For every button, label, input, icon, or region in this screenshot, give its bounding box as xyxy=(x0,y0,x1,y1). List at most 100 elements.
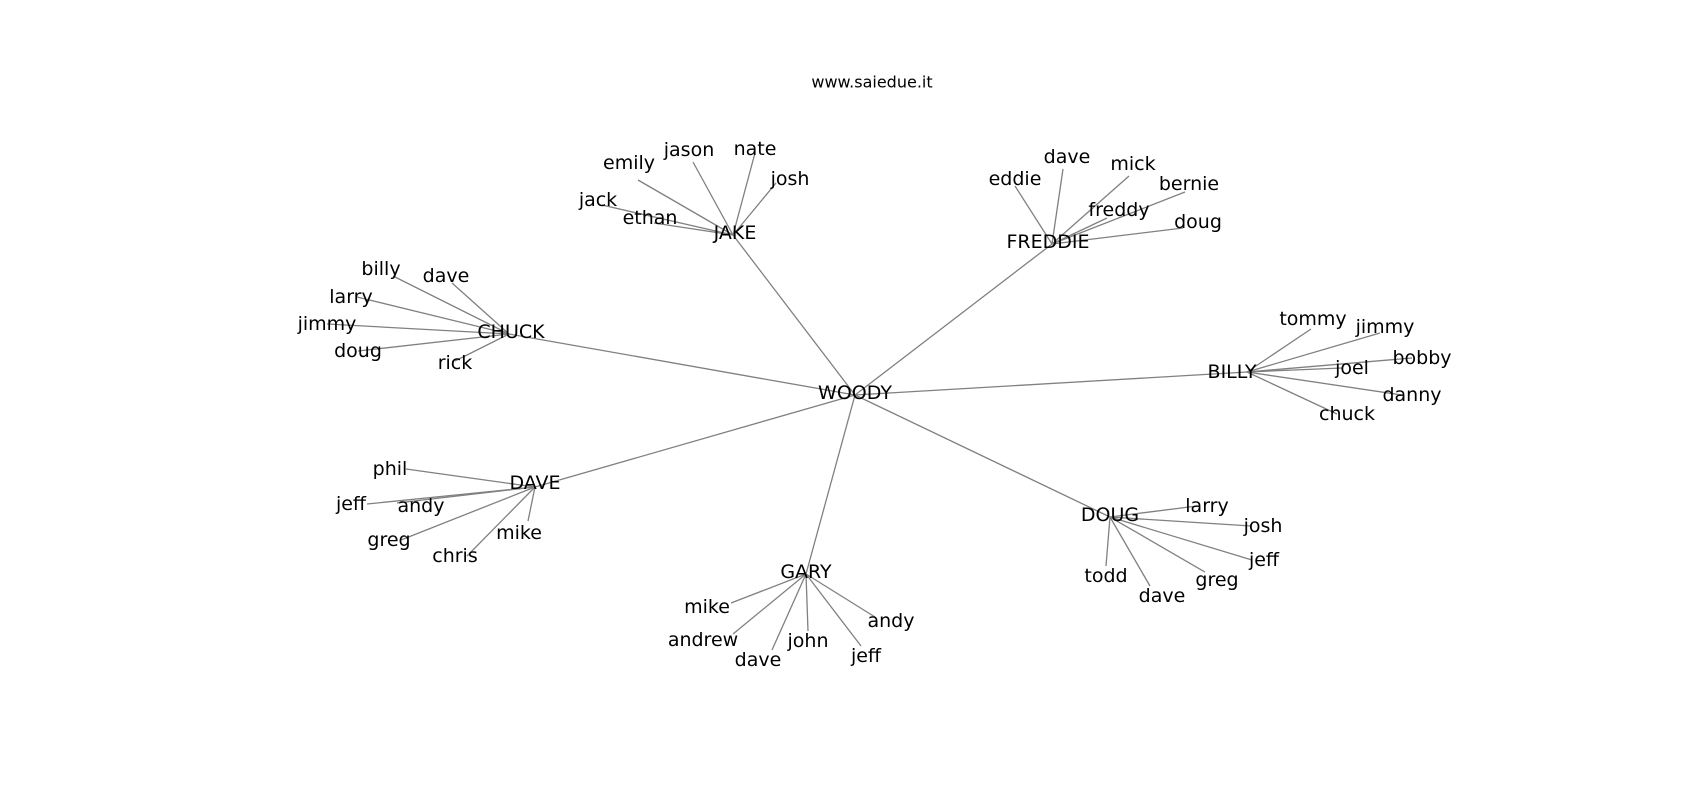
leaf-node-label: john xyxy=(787,630,829,652)
leaf-node-label: mike xyxy=(684,596,730,618)
edge-hub-to-leaf xyxy=(601,204,734,236)
leaf-node-label: jack xyxy=(578,189,617,211)
hub-node-label: GARY xyxy=(780,561,832,583)
leaf-node-label: andy xyxy=(868,610,915,632)
edge-hub-to-leaf xyxy=(1246,332,1381,373)
leaf-node-label: chris xyxy=(432,545,477,567)
leaf-node-label: dave xyxy=(735,649,782,671)
edge-hub-to-leaf xyxy=(1051,191,1186,245)
edge-root-to-hub xyxy=(854,394,1111,518)
edge-hub-to-leaf xyxy=(805,573,862,647)
edge-hub-to-leaf xyxy=(732,182,777,236)
edge-hub-to-leaf xyxy=(1246,328,1312,373)
labels-layer: WOODY JAKE emily jason nate josh jack ethanFRED… xyxy=(297,138,1452,671)
leaf-node-label: phil xyxy=(373,458,408,480)
leaf-node-label: jeff xyxy=(1248,549,1280,571)
hub-node-label: JAKE xyxy=(713,222,757,244)
leaf-node-label: mike xyxy=(496,522,542,544)
edge-hub-to-leaf xyxy=(1246,357,1413,373)
edge-hub-to-leaf xyxy=(1014,185,1053,245)
leaf-node-label: andrew xyxy=(668,629,738,651)
leaf-node-label: josh xyxy=(1243,515,1283,537)
edges-layer xyxy=(326,152,1413,651)
edge-hub-to-leaf xyxy=(356,296,510,335)
edge-hub-to-leaf xyxy=(326,323,510,335)
leaf-node-label: jeff xyxy=(335,493,367,515)
leaf-node-label: bernie xyxy=(1159,173,1219,195)
edge-hub-to-leaf xyxy=(454,333,510,362)
leaf-node-label: tommy xyxy=(1279,308,1346,330)
edge-hub-to-leaf xyxy=(527,486,536,522)
leaf-node-label: dave xyxy=(1044,146,1091,168)
leaf-node-label: doug xyxy=(1174,211,1222,233)
edge-hub-to-leaf xyxy=(405,468,536,488)
leaf-node-label: billy xyxy=(361,258,400,280)
edge-hub-to-leaf xyxy=(637,179,734,236)
edge-root-to-hub xyxy=(534,394,856,488)
edge-root-to-hub xyxy=(854,371,1248,396)
edge-hub-to-leaf xyxy=(396,486,536,504)
edge-hub-to-leaf xyxy=(1246,371,1338,415)
edge-hub-to-leaf xyxy=(732,152,756,236)
leaf-node-label: doug xyxy=(334,340,382,362)
leaf-node-label: larry xyxy=(329,286,372,308)
leaf-node-label: larry xyxy=(1185,495,1228,517)
edge-hub-to-leaf xyxy=(1051,217,1108,245)
edge-hub-to-leaf xyxy=(1109,516,1151,587)
edge-root-to-hub xyxy=(508,333,856,396)
edge-hub-to-leaf xyxy=(392,275,510,335)
edge-hub-to-leaf xyxy=(1051,175,1130,245)
leaf-node-label: jason xyxy=(663,139,715,161)
edge-hub-to-leaf xyxy=(357,333,510,352)
edge-hub-to-leaf xyxy=(1105,516,1111,567)
leaf-node-label: andy xyxy=(398,495,445,517)
leaf-node-label: jeff xyxy=(850,645,882,667)
edge-hub-to-leaf xyxy=(400,486,536,541)
hub-node-label: DAVE xyxy=(509,472,560,494)
edge-root-to-hub xyxy=(732,234,856,396)
edge-hub-to-leaf xyxy=(692,161,734,236)
leaf-node-label: nate xyxy=(734,138,777,160)
edge-hub-to-leaf xyxy=(451,282,510,335)
leaf-node-label: jimmy xyxy=(297,313,357,335)
edge-hub-to-leaf xyxy=(730,573,807,604)
leaf-node-label: rick xyxy=(438,352,473,374)
leaf-node-label: emily xyxy=(603,152,655,174)
leaf-node-label: greg xyxy=(1195,569,1238,591)
edge-hub-to-leaf xyxy=(805,573,809,632)
leaf-node-label: dave xyxy=(423,265,470,287)
edge-hub-to-leaf xyxy=(1246,367,1343,373)
diagram-title: www.saiedue.it xyxy=(811,73,932,92)
edge-hub-to-leaf xyxy=(1109,505,1198,518)
edge-hub-to-leaf xyxy=(771,573,807,651)
leaf-node-label: jimmy xyxy=(1355,316,1415,338)
edge-hub-to-leaf xyxy=(732,573,807,635)
leaf-node-label: greg xyxy=(367,529,410,551)
edge-hub-to-leaf xyxy=(1109,516,1206,573)
hub-node-label: BILLY xyxy=(1208,361,1257,383)
leaf-node-label: freddy xyxy=(1088,199,1149,221)
leaf-node-label: danny xyxy=(1382,384,1441,406)
hub-node-label: CHUCK xyxy=(477,321,545,343)
leaf-node-label: eddie xyxy=(989,168,1042,190)
hub-node-label: FREDDIE xyxy=(1006,231,1089,253)
edge-hub-to-leaf xyxy=(1109,516,1253,561)
edge-hub-to-leaf xyxy=(466,486,536,557)
leaf-node-label: joel xyxy=(1334,357,1369,379)
edge-root-to-hub xyxy=(854,243,1053,396)
leaf-node-label: mick xyxy=(1110,153,1155,175)
edge-hub-to-leaf xyxy=(653,222,734,236)
leaf-node-label: ethan xyxy=(623,207,678,229)
leaf-node-label: josh xyxy=(770,168,810,190)
edge-root-to-hub xyxy=(805,394,856,575)
edge-hub-to-leaf xyxy=(805,573,876,618)
edge-hub-to-leaf xyxy=(1051,227,1184,245)
edge-hub-to-leaf xyxy=(1051,168,1064,245)
hub-node-label: DOUG xyxy=(1081,504,1139,526)
leaf-node-label: todd xyxy=(1084,565,1127,587)
edge-hub-to-leaf xyxy=(1109,516,1252,527)
root-node-label: WOODY xyxy=(818,382,892,404)
edge-hub-to-leaf xyxy=(1246,371,1403,396)
leaf-node-label: bobby xyxy=(1392,347,1451,369)
